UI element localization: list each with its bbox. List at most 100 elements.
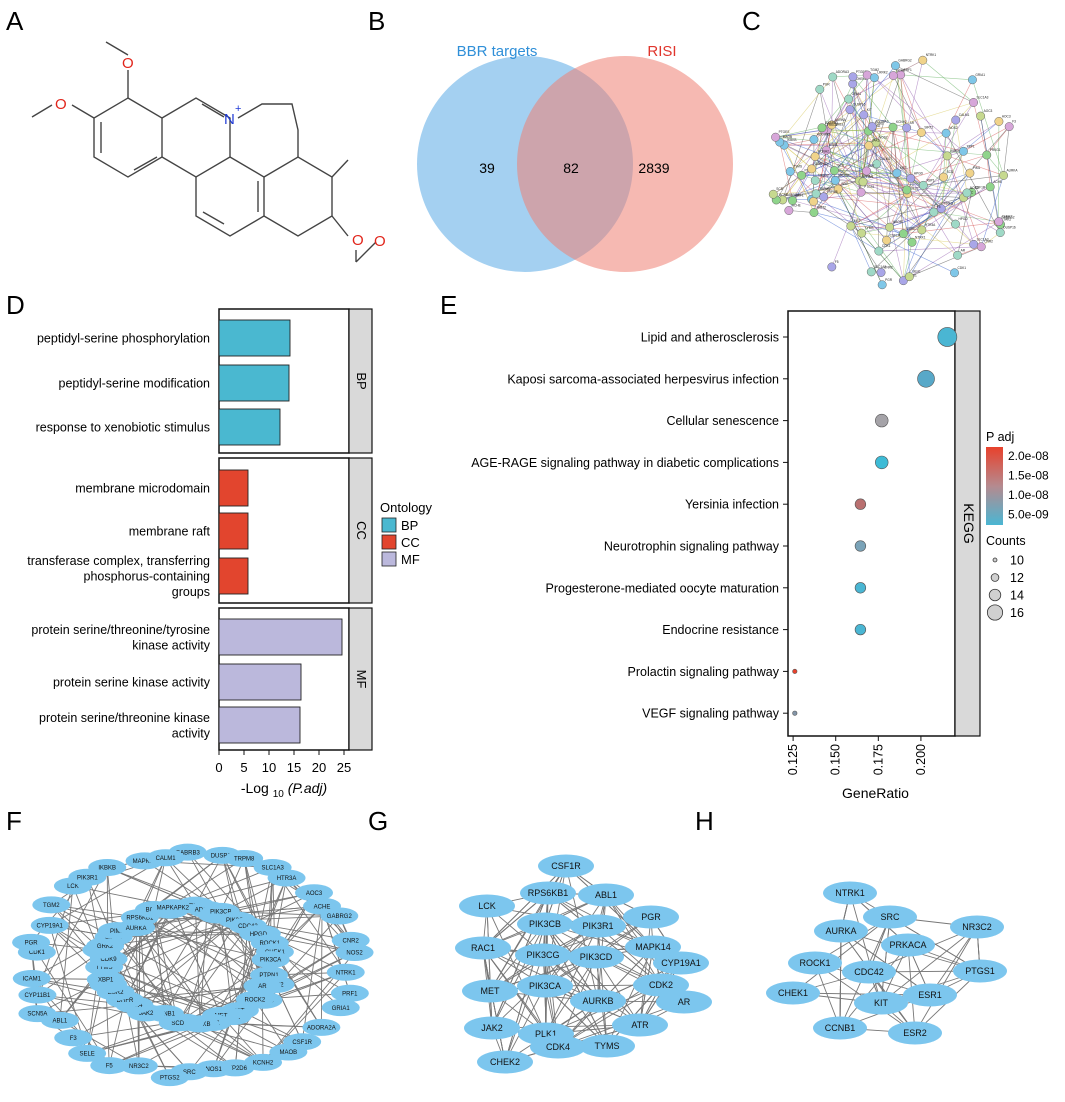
- kegg-term-label: Neurotrophin signaling pathway: [604, 540, 780, 554]
- network-node: [842, 960, 896, 984]
- ppi-node: [830, 176, 840, 185]
- ppi-node-label: NR3C2: [818, 173, 829, 177]
- ppi-node-label: MAOB: [893, 220, 902, 224]
- ppi-edge: [831, 98, 849, 126]
- ppi-edge: [813, 212, 880, 252]
- network-node: [459, 894, 515, 918]
- ppi-edge: [957, 192, 972, 256]
- ppi-node-label: TYMS: [793, 164, 802, 168]
- network-node-label: KIT: [874, 998, 889, 1008]
- network-node-label: AURKA: [825, 926, 856, 936]
- ppi-node-label: ACHE: [993, 180, 1002, 184]
- go-legend-label: BP: [401, 518, 418, 533]
- network-node-label: CDK1: [29, 950, 46, 956]
- kegg-size-legend-title: Counts: [986, 534, 1026, 548]
- ppi-edge: [903, 197, 964, 281]
- network-node-label: HTR3A: [277, 876, 297, 882]
- ppi-node-label: CDK1: [882, 244, 891, 248]
- network-node: [570, 914, 626, 938]
- network-edge: [544, 923, 608, 1047]
- ppi-node-label: NR3C2: [838, 173, 849, 177]
- ppi-edge: [875, 142, 908, 194]
- ppi-node-label: BCHE: [896, 69, 905, 73]
- kegg-term-label: VEGF signaling pathway: [642, 707, 780, 721]
- ppi-node: [771, 132, 781, 142]
- ppi-node-label: PRKG1: [827, 123, 838, 127]
- network-node-label: PIK3CB: [529, 919, 561, 929]
- ppi-edge: [903, 186, 991, 234]
- network-node: [88, 859, 127, 877]
- network-node-label: MAPK14: [635, 942, 671, 952]
- network-node-label: CNR2: [343, 938, 360, 944]
- ppi-node: [936, 204, 946, 214]
- ppi-edge: [784, 139, 815, 146]
- network-edge: [164, 911, 222, 1014]
- ppi-edge: [814, 156, 887, 241]
- ppi-edge: [868, 145, 908, 194]
- network-node-label: PIK3CD: [580, 952, 613, 962]
- network-node-label: MET: [481, 986, 501, 996]
- network-edge: [113, 936, 241, 1011]
- ppi-node: [872, 159, 882, 169]
- ppi-edge: [831, 76, 834, 125]
- molecule-structure: [31, 41, 377, 263]
- ppi-node: [817, 123, 827, 133]
- ppi-node: [859, 110, 869, 120]
- ppi-node-label: CDK1: [958, 266, 967, 270]
- venn-count-both: 82: [563, 160, 579, 176]
- kegg-point: [917, 369, 935, 388]
- ppi-node-label: AOC3: [1002, 114, 1011, 118]
- go-bar: [218, 364, 290, 402]
- network-node-label: ESR1: [918, 990, 942, 1000]
- network-edge: [220, 858, 245, 912]
- network-node: [12, 969, 51, 987]
- atom-o-4: O: [374, 233, 386, 250]
- ppi-node-label: NTRK1: [926, 53, 937, 57]
- network-edge: [301, 906, 323, 1042]
- network-node: [579, 1034, 635, 1058]
- kegg-term-label: Cellular senescence: [666, 414, 779, 428]
- go-bar: [218, 557, 249, 595]
- go-term-label: protein serine/threonine/tyrosine: [31, 623, 210, 637]
- network-node: [90, 1057, 129, 1075]
- go-legend-swatch: [381, 551, 397, 567]
- ppi-node-label: NOS2: [970, 186, 979, 190]
- network-node: [903, 983, 957, 1007]
- ppi-edge: [773, 188, 839, 195]
- network-node: [568, 945, 624, 969]
- ppi-edge: [955, 119, 968, 193]
- network-node-label: DHFR: [117, 998, 134, 1004]
- ppi-node: [888, 122, 898, 132]
- network-node-label: CSF1R: [292, 1040, 312, 1046]
- kegg-term-label: AGE-RAGE signaling pathway in diabetic c…: [471, 456, 779, 470]
- ppi-node: [867, 122, 877, 132]
- ppi-node: [862, 166, 871, 176]
- ppi-edge: [878, 192, 968, 252]
- network-node: [267, 869, 306, 887]
- ppi-node: [858, 177, 868, 187]
- ppi-node-label: CNR2: [984, 240, 993, 244]
- ppi-edge: [858, 131, 869, 181]
- network-node-label: MAOB: [280, 1050, 298, 1056]
- panel-label-h: H: [695, 806, 714, 836]
- ppi-edge: [862, 181, 908, 194]
- network-node-label: SLC1A3: [261, 866, 284, 872]
- ppi-node-label: ADORA3: [875, 120, 888, 124]
- ppi-node-label: GRIA1: [852, 92, 862, 96]
- network-edge: [839, 930, 842, 1029]
- ppi-edge: [947, 121, 1000, 157]
- go-bar: [218, 319, 291, 357]
- network-node: [578, 883, 634, 907]
- ppi-edge: [801, 175, 911, 179]
- network-edge: [177, 925, 249, 1024]
- network-edge: [320, 906, 323, 1028]
- network-node-label: PLK1: [535, 1029, 557, 1039]
- ppi-node-label: SLC1A3: [977, 95, 989, 99]
- kegg-size-legend-dot: [988, 588, 1002, 602]
- network-node-label: TRPM8: [234, 857, 255, 863]
- go-term-label: protein serine kinase activity: [53, 676, 211, 690]
- ppi-node: [962, 188, 972, 198]
- ppi-node-label: GABRG2: [786, 193, 800, 197]
- ppi-node: [917, 225, 927, 235]
- network-node-label: CYP19A1: [37, 923, 64, 929]
